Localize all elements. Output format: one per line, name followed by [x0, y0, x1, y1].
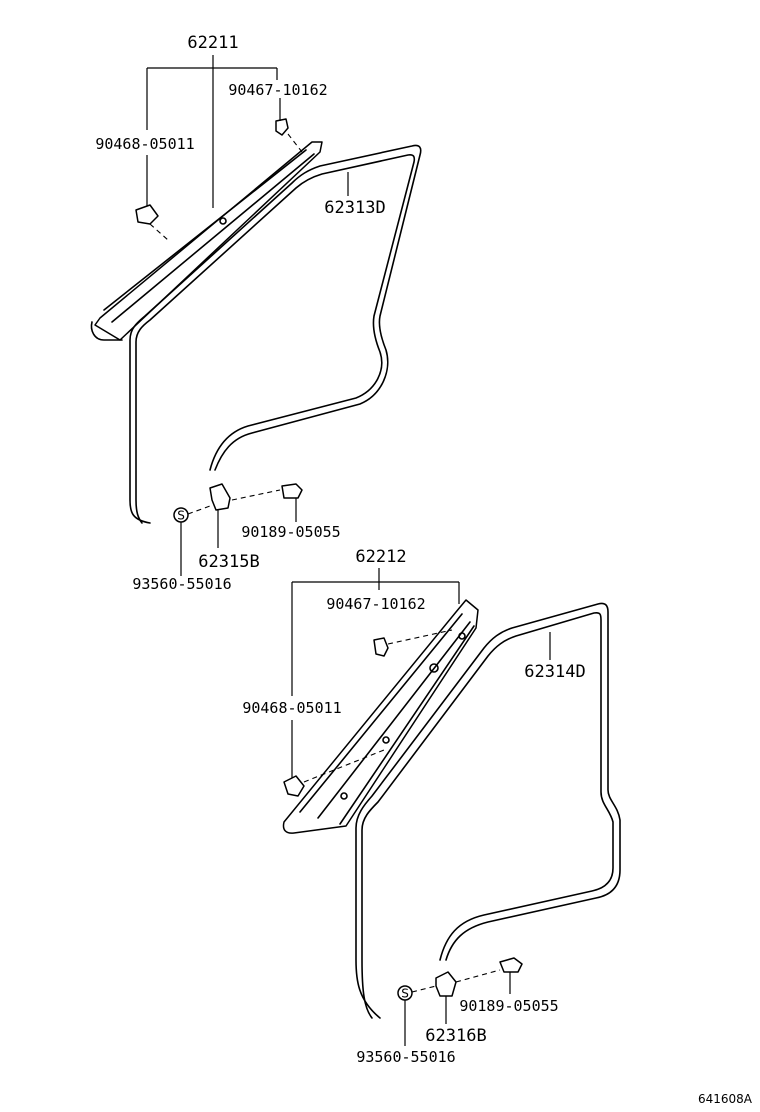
upper-main-leader — [146, 55, 278, 210]
upper-seal-part-label: 93560-55016 — [132, 575, 231, 593]
lower-screw — [499, 957, 523, 994]
lower-clip-part-label: 90467-10162 — [326, 595, 425, 613]
upper-seal: S — [173, 507, 189, 576]
upper-seal-symbol: S — [177, 509, 185, 523]
lower-clip-side — [283, 749, 385, 797]
lower-main-leader — [291, 568, 460, 780]
upper-bracket — [187, 483, 281, 548]
upper-main-part-label: 62211 — [187, 33, 238, 53]
upper-bracket-part-label: 62315B — [198, 552, 259, 572]
lower-weatherstrip-part-label: 62314D — [524, 662, 585, 682]
lower-main-part-label: 62212 — [355, 547, 406, 567]
lower-bracket — [411, 969, 501, 1024]
lower-seal-part-label: 93560-55016 — [356, 1048, 455, 1066]
upper-clip-top — [275, 98, 303, 153]
lower-weatherstrip — [355, 602, 621, 1019]
lower-assembly: S 62212 90467-10162 62314D 90468-05011 9… — [242, 547, 621, 1066]
lower-bracket-part-label: 62316B — [425, 1026, 486, 1046]
upper-weatherstrip-part-label: 62313D — [324, 198, 385, 218]
upper-screw — [281, 483, 303, 522]
lower-clip2-part-label: 90468-05011 — [242, 699, 341, 717]
lower-screw-part-label: 90189-05055 — [459, 997, 558, 1015]
lower-pillar-garnish — [282, 599, 479, 834]
upper-screw-part-label: 90189-05055 — [241, 523, 340, 541]
upper-assembly: S 62211 90467-10162 90468-05011 62313D 9… — [90, 33, 422, 593]
upper-clip2-part-label: 90468-05011 — [95, 135, 194, 153]
upper-weatherstrip — [129, 144, 422, 524]
lower-seal: S — [397, 985, 413, 1046]
diagram-code: 641608A — [698, 1092, 753, 1106]
lower-seal-symbol: S — [401, 987, 409, 1001]
upper-clip-part-label: 90467-10162 — [228, 81, 327, 99]
lower-clip-top — [373, 629, 453, 657]
upper-clip-side — [135, 204, 169, 241]
upper-pillar-garnish — [90, 141, 323, 341]
